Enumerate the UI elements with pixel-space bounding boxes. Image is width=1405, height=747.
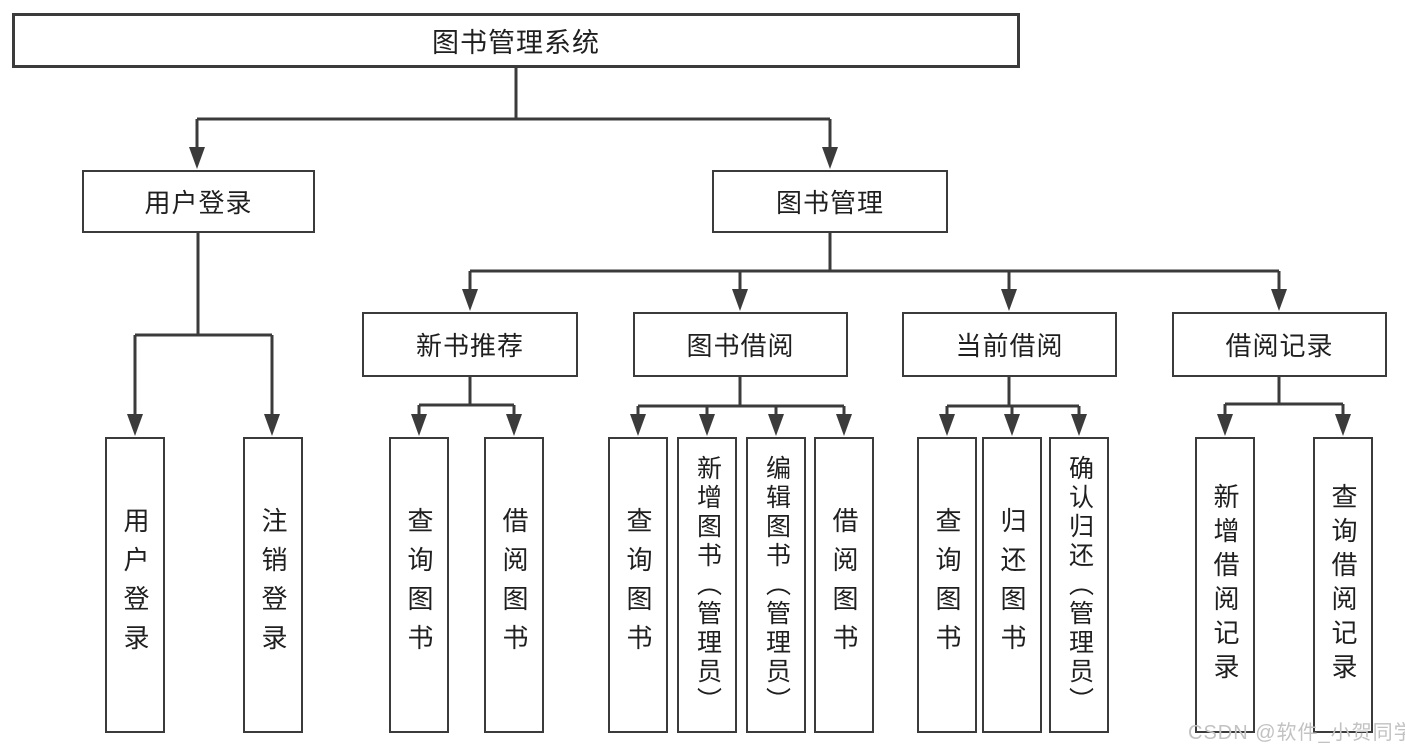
leaf-edit-book-admin: 编辑图书（管理员） [746, 437, 806, 733]
node-label: 查询图书 [404, 507, 434, 663]
leaf-user-login: 用户登录 [105, 437, 165, 733]
node-label: 归还图书 [997, 507, 1027, 663]
node-label: 用户登录 [144, 188, 253, 218]
arrowhead [699, 414, 715, 436]
arrowhead [506, 414, 522, 436]
node-label: 新书推荐 [415, 331, 524, 361]
connector-root-to-level2 [195, 68, 832, 150]
arrowhead [1335, 414, 1351, 436]
node-borrowing-records: 借阅记录 [1172, 312, 1387, 377]
arrowhead [822, 147, 838, 169]
node-label: 新增图书（管理员） [693, 454, 722, 716]
node-book-management: 图书管理 [712, 170, 948, 233]
node-label: 借阅图书 [499, 507, 529, 663]
node-label: 借阅记录 [1225, 331, 1334, 361]
leaf-logout: 注销登录 [243, 437, 303, 733]
connector-bookmgmt-to-level3 [468, 233, 1281, 292]
node-label: 图书管理系统 [432, 28, 600, 58]
connector-newbook-to-leaves [417, 377, 516, 416]
arrowhead [630, 414, 646, 436]
arrowhead [127, 414, 143, 436]
node-label: 新增借阅记录 [1210, 483, 1240, 687]
leaf-add-book-admin: 新增图书（管理员） [677, 437, 737, 733]
arrowhead [939, 414, 955, 436]
connector-userlogin-to-leaves [133, 233, 274, 416]
node-library-management-system: 图书管理系统 [12, 13, 1020, 68]
connector-currentborrow-to-leaves [945, 377, 1081, 416]
arrowhead [1004, 414, 1020, 436]
connector-bookborrow-to-leaves [636, 377, 846, 416]
arrowhead [1217, 414, 1233, 436]
arrowhead [1271, 289, 1287, 311]
node-book-borrowing: 图书借阅 [633, 312, 848, 377]
arrowhead [732, 289, 748, 311]
connector-borrowrecord-to-leaves [1223, 377, 1345, 416]
node-label: 用户登录 [120, 507, 150, 663]
node-label: 确认归还（管理员） [1065, 454, 1094, 716]
node-label: 当前借阅 [955, 331, 1064, 361]
leaf-query-borrow-record: 查询借阅记录 [1313, 437, 1373, 733]
node-label: 编辑图书（管理员） [762, 454, 791, 716]
node-label: 图书借阅 [686, 331, 795, 361]
node-label: 查询借阅记录 [1328, 483, 1358, 687]
leaf-query-books-borrowing: 查询图书 [608, 437, 668, 733]
leaf-return-book: 归还图书 [982, 437, 1042, 733]
arrowhead [768, 414, 784, 436]
leaf-confirm-return-admin: 确认归还（管理员） [1049, 437, 1109, 733]
arrowhead [189, 147, 205, 169]
arrowhead [1001, 289, 1017, 311]
leaf-borrow-books-recommend: 借阅图书 [484, 437, 544, 733]
watermark-text: CSDN @软件_小贺同学 [1188, 722, 1405, 744]
arrowhead [1071, 414, 1087, 436]
node-label: 注销登录 [258, 507, 288, 663]
arrowhead [836, 414, 852, 436]
node-label: 借阅图书 [829, 507, 859, 663]
node-label: 查询图书 [932, 507, 962, 663]
arrowhead [462, 289, 478, 311]
node-current-borrowing: 当前借阅 [902, 312, 1117, 377]
arrowhead [411, 414, 427, 436]
leaf-query-books-recommend: 查询图书 [389, 437, 449, 733]
node-label: 图书管理 [775, 188, 884, 218]
arrowhead [264, 414, 280, 436]
node-user-login: 用户登录 [82, 170, 315, 233]
leaf-query-books-current: 查询图书 [917, 437, 977, 733]
leaf-add-borrow-record: 新增借阅记录 [1195, 437, 1255, 733]
leaf-borrow-books: 借阅图书 [814, 437, 874, 733]
node-new-book-recommend: 新书推荐 [362, 312, 578, 377]
node-label: 查询图书 [623, 507, 653, 663]
